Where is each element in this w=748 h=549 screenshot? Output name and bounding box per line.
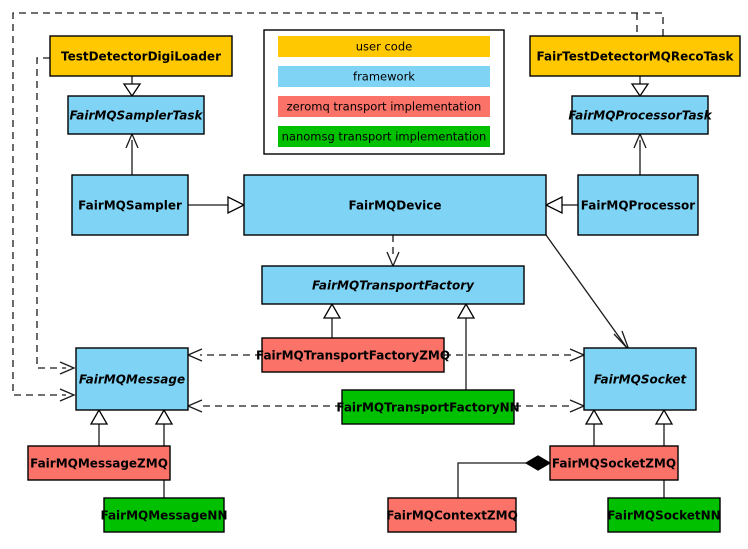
node-box — [577, 174, 699, 236]
node-FairMQTransportFactoryNN[interactable]: FairMQTransportFactoryNN — [336, 389, 520, 425]
node-label: FairMQMessageNN — [100, 509, 227, 523]
node-TestDetectorDigiLoader[interactable]: TestDetectorDigiLoader — [49, 35, 233, 77]
legend-label: zeromq transport implementation — [287, 100, 482, 114]
legend-item-zeromq: zeromq transport implementation — [278, 96, 490, 117]
node-label: FairMQSamplerTask — [69, 109, 203, 123]
edge-digiloader-inherits-samplertask — [122, 76, 142, 98]
legend-label: user code — [356, 40, 412, 54]
edge-digiloader-depends-message — [36, 57, 76, 375]
node-label: FairMQSampler — [78, 199, 182, 213]
node-FairMQMessageZMQ[interactable]: FairMQMessageZMQ — [27, 445, 171, 481]
node-box — [341, 389, 515, 425]
legend-item-user-code: user code — [278, 36, 490, 57]
node-FairMQDevice[interactable]: FairMQDevice — [243, 174, 547, 236]
legend-swatch — [278, 126, 490, 147]
node-FairMQSocketZMQ[interactable]: FairMQSocketZMQ — [549, 445, 679, 481]
node-box — [529, 35, 741, 77]
node-box — [103, 497, 225, 533]
node-box — [261, 265, 525, 305]
node-FairMQProcessor[interactable]: FairMQProcessor — [577, 174, 699, 236]
node-box — [49, 35, 233, 77]
legend-item-nanomsg: nanomsg transport implementation — [278, 126, 490, 147]
node-box — [583, 347, 697, 411]
node-box — [387, 497, 517, 533]
legend-label: framework — [353, 70, 415, 84]
node-label: FairMQMessage — [79, 373, 185, 387]
node-FairMQTransportFactoryZMQ[interactable]: FairMQTransportFactoryZMQ — [256, 337, 450, 373]
node-FairMQSampler[interactable]: FairMQSampler — [71, 174, 189, 236]
node-box — [71, 174, 189, 236]
node-FairMQSocket[interactable]: FairMQSocket — [583, 347, 697, 411]
node-box — [27, 445, 171, 481]
node-box — [67, 95, 205, 135]
node-label: FairMQTransportFactory — [312, 279, 475, 293]
node-box — [549, 445, 679, 481]
node-box — [243, 174, 547, 236]
node-FairMQProcessorTask[interactable]: FairMQProcessorTask — [568, 95, 713, 135]
node-label: FairMQSocketNN — [607, 509, 720, 523]
node-FairMQSocketNN[interactable]: FairMQSocketNN — [607, 497, 721, 533]
legend-swatch — [278, 36, 490, 57]
node-label: FairTestDetectorMQRecoTask — [537, 50, 735, 64]
legend-label: nanomsg transport implementation — [282, 130, 487, 144]
node-label: FairMQMessageZMQ — [30, 457, 168, 471]
edge-factoryzmq-inherits-factory — [322, 302, 342, 338]
edge-messagezmq-inherits-message — [89, 408, 109, 446]
node-label: FairMQSocketZMQ — [552, 457, 676, 471]
edge-processor-inherits-device — [544, 195, 578, 215]
node-FairMQTransportFactory[interactable]: FairMQTransportFactory — [261, 265, 525, 305]
node-FairMQSamplerTask[interactable]: FairMQSamplerTask — [67, 95, 205, 135]
node-label: FairMQDevice — [348, 199, 441, 213]
node-label: FairMQTransportFactoryNN — [336, 401, 519, 415]
edge-recotask-inherits-processortask — [630, 76, 650, 98]
edge-socketzmq-inherits-socket — [584, 408, 604, 446]
node-FairMQMessage[interactable]: FairMQMessage — [75, 347, 189, 411]
node-FairMQContextZMQ[interactable]: FairMQContextZMQ — [386, 497, 518, 533]
node-label: FairMQProcessor — [581, 199, 696, 213]
legend-swatch — [278, 96, 490, 117]
node-label: TestDetectorDigiLoader — [61, 50, 221, 64]
edge-factorynn-inherits-factory — [456, 302, 476, 390]
node-box — [75, 347, 189, 411]
node-label: FairMQSocket — [594, 373, 688, 387]
edge-sampler-inherits-device — [188, 195, 246, 215]
edge-socketzmq-composes-contextzmq — [457, 455, 552, 498]
node-label: FairMQContextZMQ — [386, 509, 518, 523]
node-label: FairMQTransportFactoryZMQ — [256, 349, 450, 363]
node-FairTestDetectorMQRecoTask[interactable]: FairTestDetectorMQRecoTask — [529, 35, 741, 77]
legend-panel: user code framework zeromq transport imp… — [263, 29, 505, 155]
node-label: FairMQProcessorTask — [568, 109, 712, 123]
node-box — [261, 337, 445, 373]
legend-item-framework: framework — [278, 66, 490, 87]
legend-swatch — [278, 66, 490, 87]
edge-recotask-depends-message — [12, 12, 664, 402]
node-box — [571, 95, 709, 135]
node-box — [607, 497, 721, 533]
node-FairMQMessageNN[interactable]: FairMQMessageNN — [100, 497, 228, 533]
